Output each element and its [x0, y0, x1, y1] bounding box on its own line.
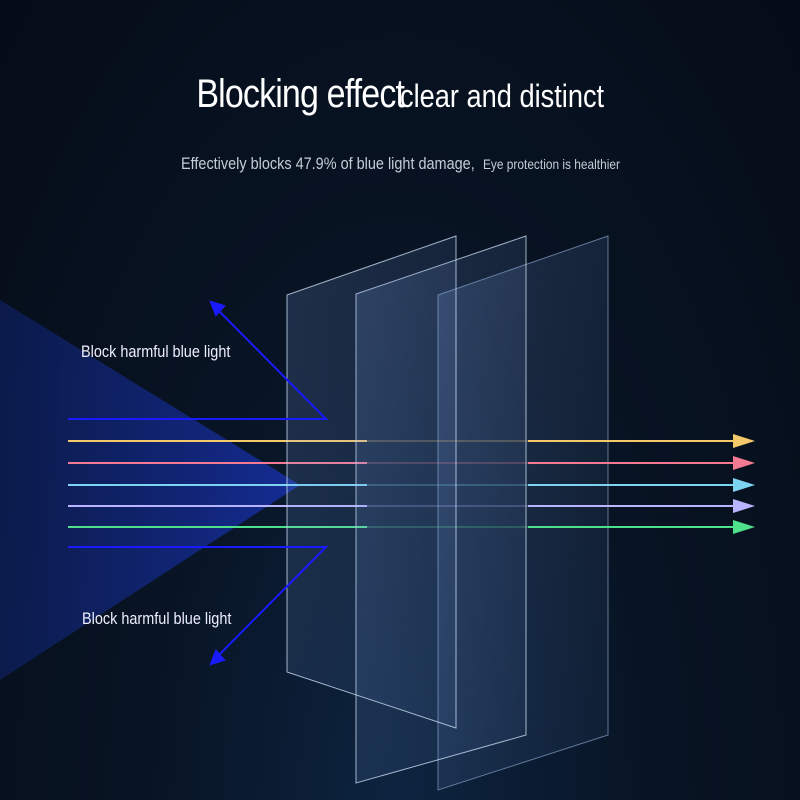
blocked-ray-top	[68, 300, 329, 420]
arrow-head-icon	[733, 499, 755, 513]
page-title: Blocking effectclear and distinct	[0, 72, 800, 117]
arrow-head-icon	[733, 478, 755, 492]
arrow-head-icon	[733, 434, 755, 448]
subtitle-line2: Eye protection is healthier	[483, 156, 620, 172]
subtitle-line1: Effectively blocks 47.9% of blue light d…	[181, 154, 475, 173]
title-main: Blocking effect	[196, 72, 405, 116]
label-block-top: Block harmful blue light	[81, 342, 231, 361]
light-cone	[0, 300, 300, 680]
arrow-head-icon	[733, 456, 755, 470]
blocked-ray-bottom	[68, 546, 329, 666]
label-block-bottom: Block harmful blue light	[82, 609, 232, 628]
glass-panel-1	[286, 235, 457, 729]
title-secondary: clear and distinct	[400, 78, 605, 114]
arrow-head-icon	[733, 520, 755, 534]
